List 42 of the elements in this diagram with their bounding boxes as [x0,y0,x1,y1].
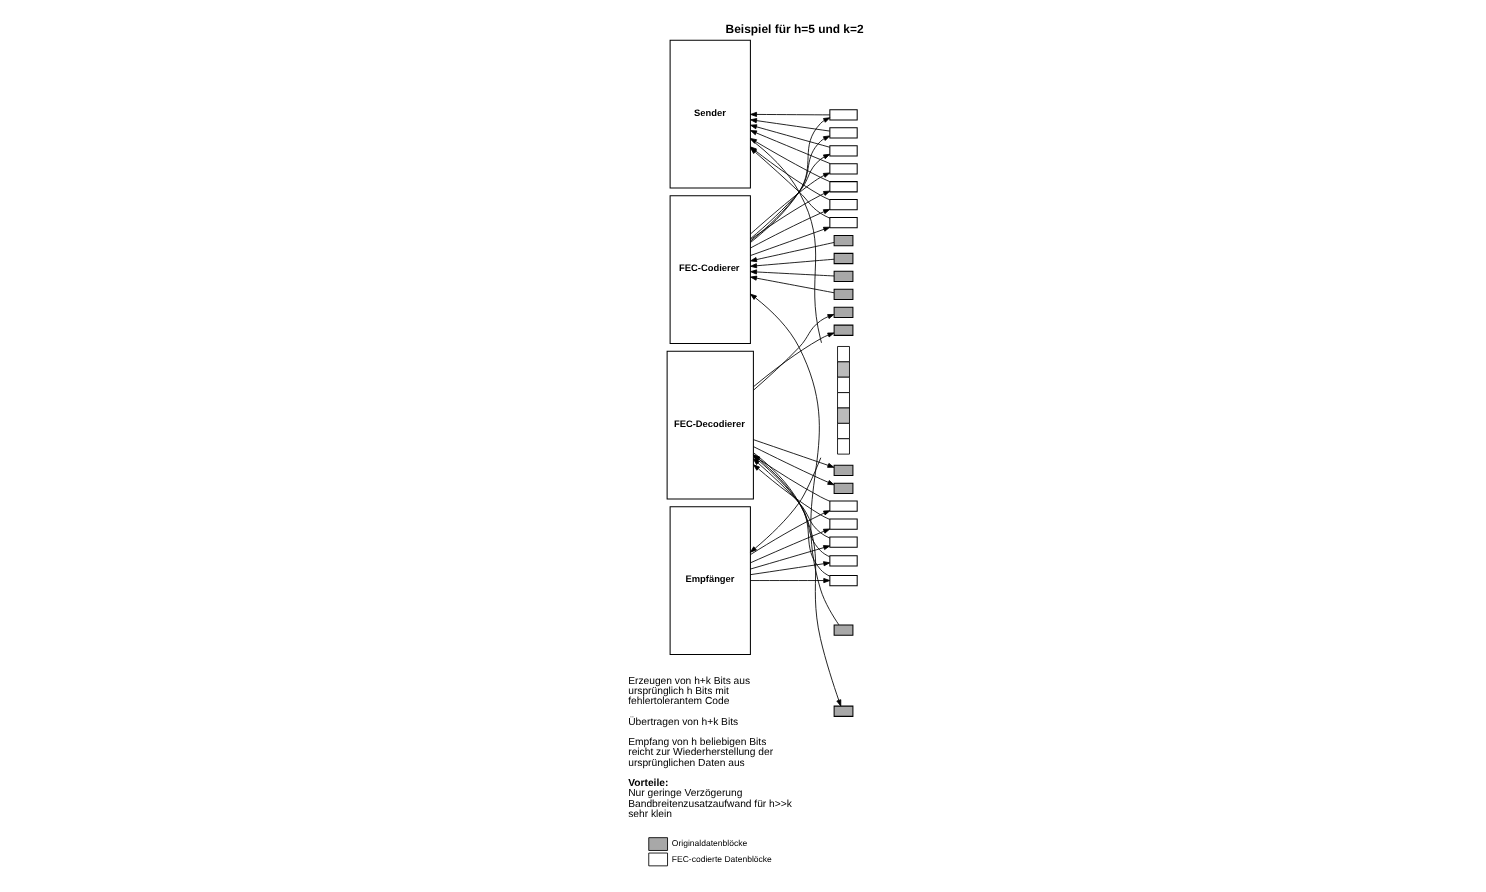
node-box [832,464,853,476]
node-box [828,109,857,121]
arrow [749,172,830,235]
arrow [749,275,834,294]
node-box [828,555,857,567]
arrow [749,578,830,584]
node-box [828,127,857,139]
node-box [828,500,857,512]
arrow [749,528,830,564]
arrow [749,510,830,556]
arrow [749,242,834,263]
node-box [828,163,857,175]
arrow [752,314,834,391]
arrow [749,209,830,249]
node-box [832,306,853,318]
node-box [828,199,857,211]
arrow [749,153,830,240]
arrow [752,332,834,388]
arrow [749,561,830,576]
node-box [828,574,857,587]
arrow [749,226,830,256]
node-box [832,705,853,717]
node-box [832,324,853,336]
node-box [828,145,857,157]
arrow [749,124,830,148]
arrow [749,111,830,117]
node-box [828,518,857,530]
node-box [828,181,857,193]
node-box [828,216,857,229]
node-box [832,252,853,265]
arrow [749,269,834,277]
node-box [832,624,853,636]
arrow [749,118,830,132]
node-box [832,270,853,283]
node-box [828,536,857,548]
arrow [749,258,834,269]
arrow [749,190,830,240]
arrow [752,464,830,520]
node-box [832,234,853,247]
node-box [832,288,853,300]
node-box [832,482,853,494]
arrow [749,545,830,570]
